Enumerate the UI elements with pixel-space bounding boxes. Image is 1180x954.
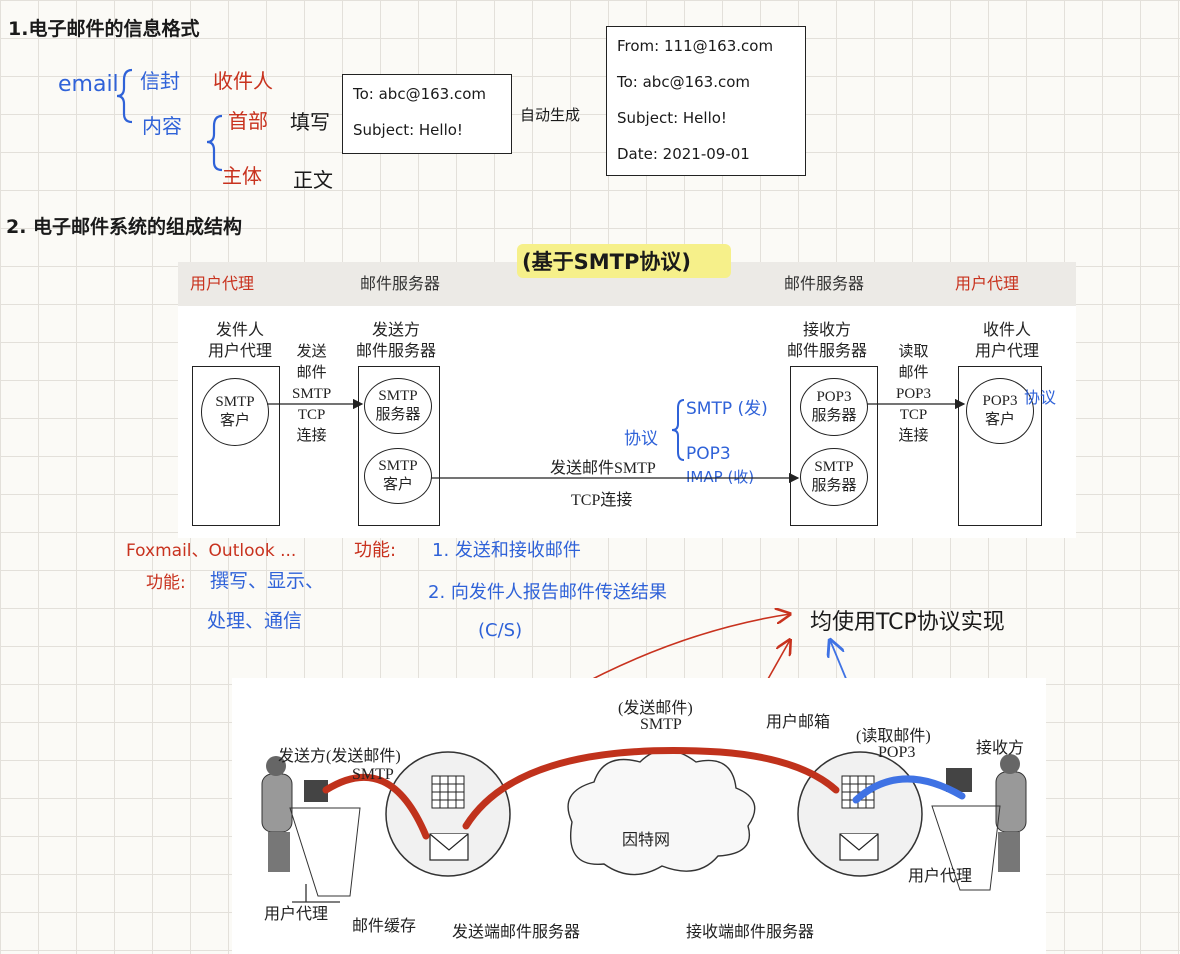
header-label: 首部 bbox=[228, 109, 268, 133]
mailbox-label: 用户邮箱 bbox=[766, 714, 831, 731]
box2-from: From: 111@163.com bbox=[617, 37, 774, 55]
pop3-top: POP3 bbox=[878, 744, 916, 761]
content-label: 内容 bbox=[142, 114, 182, 138]
server-right-header: 邮件服务器 bbox=[784, 274, 865, 293]
server-left-header: 邮件服务器 bbox=[360, 274, 441, 293]
envelope-label: 信封 bbox=[140, 69, 180, 93]
server-func-2: 2. 向发件人报告邮件传送结果 bbox=[428, 582, 667, 603]
send-server-title: 发送方邮件服务器 bbox=[356, 322, 437, 360]
heading-2: 2. 电子邮件系统的组成结构 bbox=[6, 216, 243, 238]
server-func-1: 1. 发送和接收邮件 bbox=[432, 540, 581, 561]
recv-ua-title: 收件人用户代理 bbox=[975, 322, 1040, 360]
read-mail-top: (读取邮件) bbox=[856, 728, 931, 745]
sender-ua-box bbox=[192, 366, 280, 526]
box1-to: To: abc@163.com bbox=[353, 85, 487, 103]
main-text-label: 正文 bbox=[293, 168, 333, 192]
smtp-based-label: (基于SMTP协议) bbox=[522, 250, 691, 274]
sender-label-2: 发送方(发送邮件) bbox=[278, 748, 401, 765]
cs-note: (C/S) bbox=[478, 620, 523, 641]
protocol-note: 协议 bbox=[624, 429, 658, 449]
clients-note: Foxmail、Outlook ... bbox=[126, 541, 297, 561]
mail-header-box: To: abc@163.com Subject: Hello! bbox=[342, 74, 512, 154]
smtp-send-note: SMTP (发) bbox=[686, 399, 768, 419]
full-mail-box: From: 111@163.com To: abc@163.com Subjec… bbox=[606, 26, 806, 176]
cache-label: 邮件缓存 bbox=[352, 918, 417, 935]
send-mail-top: (发送邮件) bbox=[618, 700, 693, 717]
receiver-label-2: 接收方 bbox=[976, 740, 1025, 757]
ua-left-header: 用户代理 bbox=[190, 274, 255, 293]
ua-right-label: 用户代理 bbox=[908, 868, 973, 885]
ua-func-label: 功能: bbox=[146, 573, 186, 593]
sender-ua-title: 发件人用户代理 bbox=[208, 322, 273, 360]
fill-label: 填写 bbox=[290, 110, 330, 134]
box1-subject: Subject: Hello! bbox=[353, 121, 463, 139]
server-func-label: 功能: bbox=[354, 540, 397, 561]
receiver-label: 收件人 bbox=[213, 69, 273, 93]
imap-recv-note: IMAP (收) bbox=[686, 468, 755, 486]
heading-1: 1.电子邮件的信息格式 bbox=[8, 18, 200, 40]
body-label: 主体 bbox=[222, 164, 262, 188]
ua-right-header: 用户代理 bbox=[955, 274, 1020, 293]
ua-left-label: 用户代理 bbox=[264, 906, 329, 923]
box2-date: Date: 2021-09-01 bbox=[617, 145, 750, 163]
ua-func-1: 撰写、显示、 bbox=[210, 570, 325, 592]
recv-server-title: 接收方邮件服务器 bbox=[787, 322, 868, 360]
auto-generate-label: 自动生成 bbox=[520, 106, 581, 124]
ua-func-2: 处理、通信 bbox=[207, 610, 303, 632]
middle-tcp-label: TCP连接 bbox=[571, 492, 633, 509]
box2-subject: Subject: Hello! bbox=[617, 109, 727, 127]
highlight bbox=[517, 244, 731, 278]
smtp-top: SMTP bbox=[640, 716, 682, 733]
middle-smtp-label: 发送邮件SMTP bbox=[550, 460, 656, 477]
smtp-structure-diagram bbox=[178, 262, 1076, 538]
pop3-note: POP3 bbox=[686, 444, 731, 464]
email-label: email bbox=[58, 72, 119, 97]
internet-label: 因特网 bbox=[622, 832, 671, 849]
smtp-left: SMTP bbox=[352, 766, 394, 783]
box2-to: To: abc@163.com bbox=[617, 73, 751, 91]
xieyi-note: 协议 bbox=[1024, 388, 1057, 407]
tcp-protocol-note: 均使用TCP协议实现 bbox=[810, 610, 1005, 635]
recv-server-label: 接收端邮件服务器 bbox=[686, 924, 815, 941]
send-server-label: 发送端邮件服务器 bbox=[452, 924, 581, 941]
